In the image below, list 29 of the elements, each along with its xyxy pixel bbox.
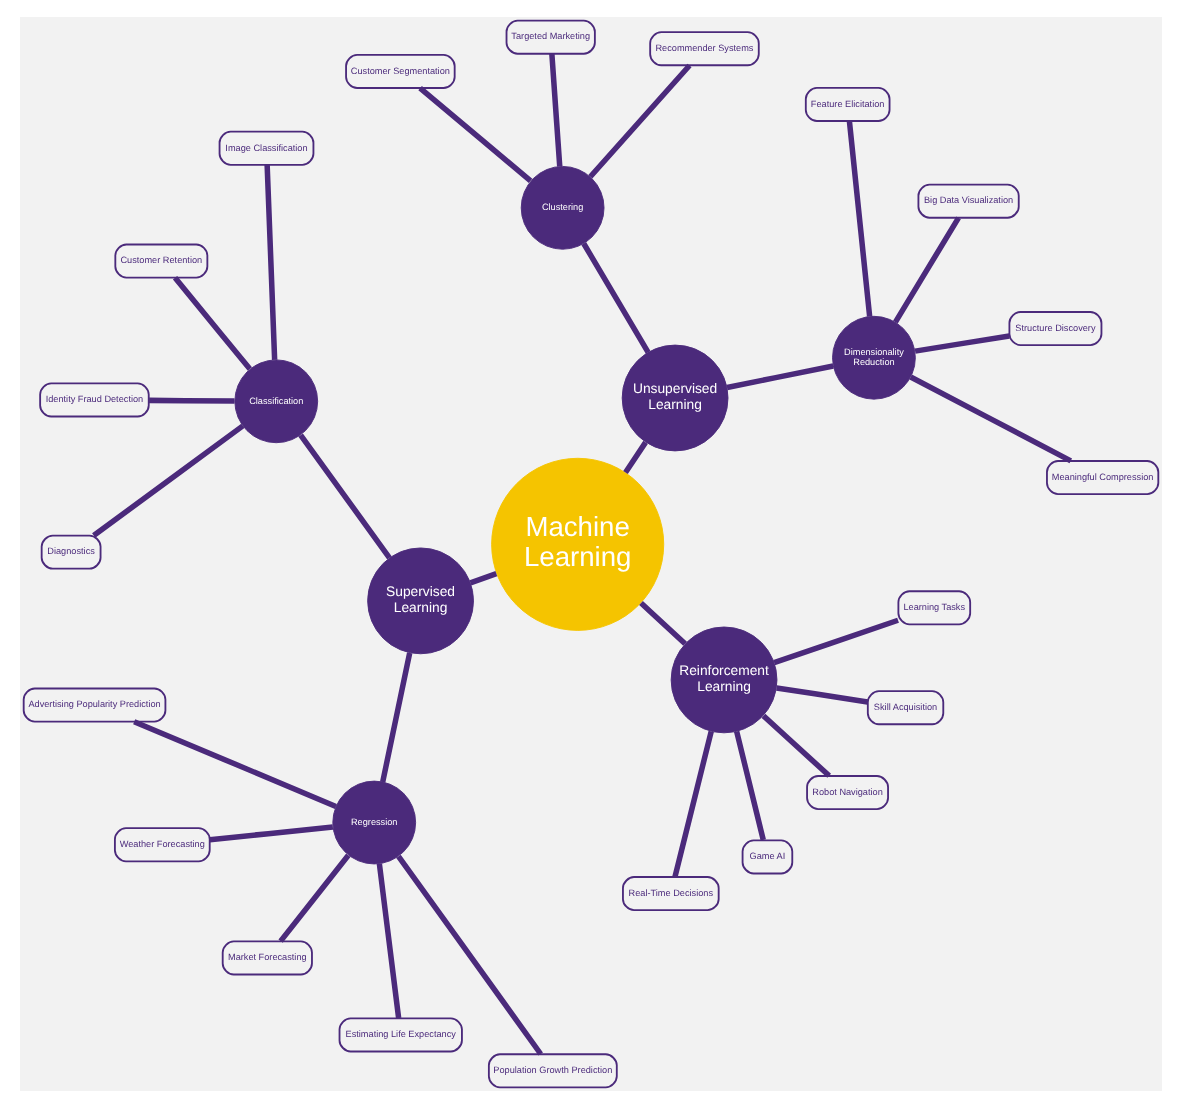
- connector: [732, 730, 765, 841]
- connector: [725, 363, 833, 391]
- connector: [375, 863, 401, 1019]
- connector: [638, 601, 686, 646]
- connector: [548, 53, 562, 167]
- node-circle: Machine Learning: [490, 457, 664, 631]
- connector: [892, 216, 960, 324]
- connector: [760, 713, 831, 778]
- connector: [622, 440, 647, 474]
- connector: [913, 333, 1009, 354]
- connector: [208, 824, 333, 843]
- connector: [580, 242, 650, 354]
- connector: [297, 433, 391, 560]
- connector: [417, 85, 532, 183]
- connector: [171, 276, 252, 371]
- connector: [91, 423, 244, 538]
- connector: [775, 685, 867, 705]
- connector: [148, 397, 234, 404]
- connector: [587, 63, 691, 179]
- connector: [908, 374, 1072, 464]
- connector: [772, 617, 898, 666]
- connector: [671, 730, 713, 878]
- connector: [468, 571, 497, 586]
- connector: [277, 853, 350, 943]
- connector: [379, 652, 412, 783]
- connector: [263, 164, 277, 360]
- connector: [395, 854, 542, 1056]
- connector: [132, 719, 336, 809]
- connector: [845, 120, 872, 317]
